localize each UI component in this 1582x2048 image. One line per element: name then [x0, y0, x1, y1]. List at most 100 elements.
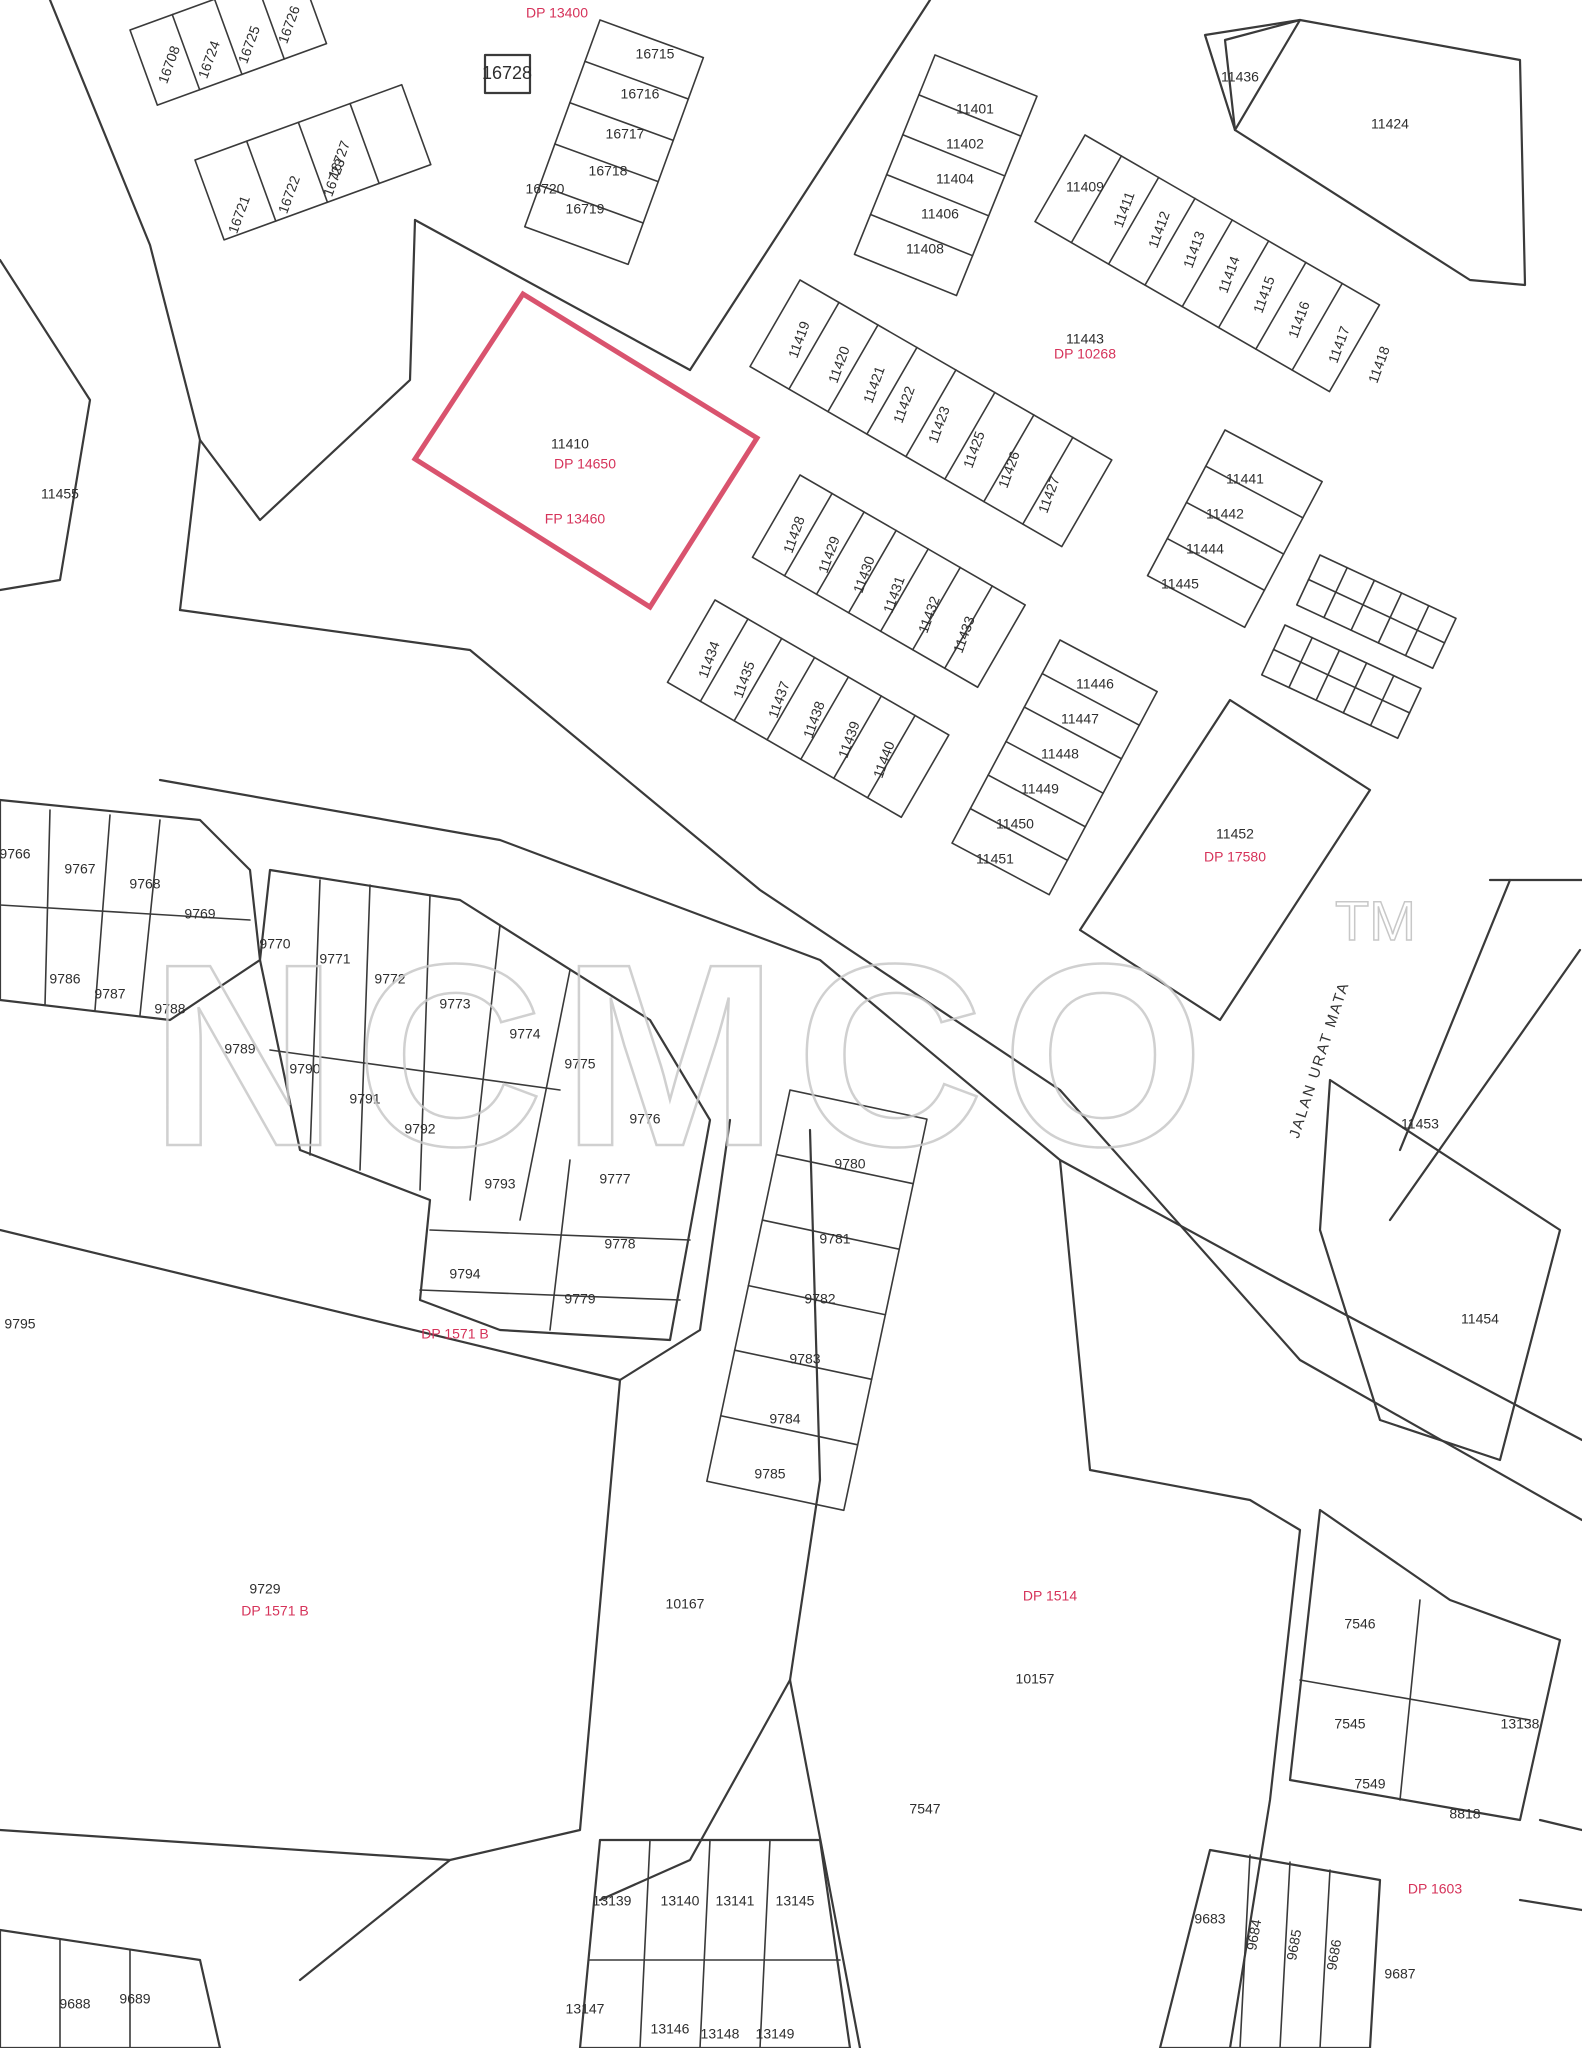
lot-label: 7546: [1344, 1616, 1375, 1632]
lot-label: 9779: [564, 1291, 595, 1307]
lot-label: 9786: [49, 971, 80, 987]
lot-label: 9686: [1323, 1938, 1344, 1972]
lot-label: 11451: [976, 851, 1014, 867]
lot-label: 11409: [1066, 179, 1104, 195]
lot-label: 9781: [819, 1231, 850, 1247]
lot-label: 11449: [1021, 781, 1059, 797]
lot-label: 16725: [235, 23, 263, 65]
lot-label: 11436: [1221, 69, 1259, 85]
lot-label: 9785: [754, 1466, 785, 1482]
lot-label: 9775: [564, 1056, 595, 1072]
lot-label: 9780: [834, 1156, 865, 1172]
lot-label: 16720: [526, 181, 565, 197]
lot-label: 11428: [780, 514, 808, 555]
lot-label: 11435: [730, 659, 758, 700]
dp-label: DP 1571 B: [421, 1326, 488, 1342]
lot-label: 11410: [551, 436, 589, 452]
lot-label: 7549: [1354, 1776, 1385, 1792]
lot-label: 9788: [154, 1001, 185, 1017]
lot-label: 9685: [1283, 1928, 1304, 1962]
dp-label: DP 14650: [554, 456, 616, 472]
lot-label: 11439: [835, 719, 863, 760]
lot-label: 11422: [890, 384, 918, 425]
lot-label: 9773: [439, 996, 470, 1012]
lot-label: 9789: [224, 1041, 255, 1057]
lot-label: 11440: [870, 739, 898, 780]
lot-label: 9766: [0, 846, 31, 862]
lot-label: 11423: [925, 404, 953, 445]
watermark-tm: TM: [1335, 889, 1416, 952]
lot-label: 13149: [756, 2026, 795, 2042]
lot-label: 11404: [936, 171, 974, 187]
lot-label: 11445: [1161, 576, 1199, 592]
lot-label: 10167: [666, 1596, 705, 1612]
lot-label: 9687: [1384, 1966, 1415, 1982]
lot-label: 16728: [482, 63, 532, 83]
lot-label: 11450: [996, 816, 1034, 832]
lot-label: 16715: [636, 46, 675, 62]
lot-label: 13145: [776, 1893, 815, 1909]
lot-label: 11454: [1461, 1311, 1499, 1327]
lot-label: 9793: [484, 1176, 515, 1192]
lot-label: 9689: [119, 1991, 150, 2007]
lot-label: 11443: [1066, 331, 1104, 347]
lot-label: 9790: [289, 1061, 320, 1077]
highlighted-parcel[interactable]: [411, 290, 761, 611]
lot-label: 13139: [593, 1893, 632, 1909]
lot-label: 11429: [815, 534, 843, 575]
lot-label: 11414: [1215, 254, 1243, 295]
road-label: JALAN URAT MATA: [1286, 979, 1353, 1140]
lot-label: 13140: [661, 1893, 700, 1909]
lot-label: 11401: [956, 101, 994, 117]
lot-label: 9784: [769, 1411, 800, 1427]
lot-label: 11421: [860, 364, 888, 405]
lot-label: 11441: [1226, 471, 1264, 487]
lot-label: 16717: [606, 126, 645, 142]
dp-label: DP 1603: [1408, 1881, 1462, 1897]
lot-label: 9778: [604, 1236, 635, 1252]
lot-label: 13146: [651, 2021, 690, 2037]
lot-label: 16721: [225, 193, 253, 235]
dp-label: DP 17580: [1204, 849, 1266, 865]
lot-label: 11426: [995, 449, 1023, 490]
lot-label: 9772: [374, 971, 405, 987]
lot-label: 9792: [404, 1121, 435, 1137]
lot-label: 16708: [155, 43, 183, 85]
lot-label: 11416: [1285, 299, 1313, 340]
lot-label: 11433: [950, 614, 978, 655]
lot-label: 9782: [804, 1291, 835, 1307]
lot-label: 9683: [1194, 1911, 1225, 1927]
lot-label: 11432: [915, 594, 943, 635]
lot-label: 9770: [259, 936, 290, 952]
lot-label: 11430: [850, 554, 878, 595]
lot-label: 9791: [349, 1091, 380, 1107]
dp-label: DP 1571 B: [241, 1603, 308, 1619]
lot-label: 11425: [960, 429, 988, 470]
lot-label: 9774: [509, 1026, 540, 1042]
dp-label: DP 10268: [1054, 346, 1116, 362]
lot-label: 9769: [184, 906, 215, 922]
lot-label: 11453: [1401, 1116, 1439, 1132]
lot-label: 7545: [1334, 1716, 1365, 1732]
lot-label: 13141: [716, 1893, 755, 1909]
lot-label: 9776: [629, 1111, 660, 1127]
lot-label: 11402: [946, 136, 984, 152]
lot-label: 13147: [566, 2001, 605, 2017]
lot-label: 9794: [449, 1266, 480, 1282]
lot-label: 13148: [701, 2026, 740, 2042]
lot-label: 16716: [621, 86, 660, 102]
lot-label: 11442: [1206, 506, 1244, 522]
watermark: NCMCO: [150, 911, 1222, 1201]
lot-label: 9767: [64, 861, 95, 877]
lot-label: 11452: [1216, 826, 1254, 842]
lot-label: 11455: [41, 486, 79, 502]
dp-label: DP 1514: [1023, 1588, 1077, 1604]
lot-label: 16724: [195, 38, 223, 80]
lot-label: 9787: [94, 986, 125, 1002]
lot-label: 9768: [129, 876, 160, 892]
lot-label: 9795: [4, 1316, 35, 1332]
dp-labels: DP 13400 DP 10268 DP 14650 FP 13460 DP 1…: [241, 5, 1462, 1897]
lot-label: 16718: [589, 163, 628, 179]
